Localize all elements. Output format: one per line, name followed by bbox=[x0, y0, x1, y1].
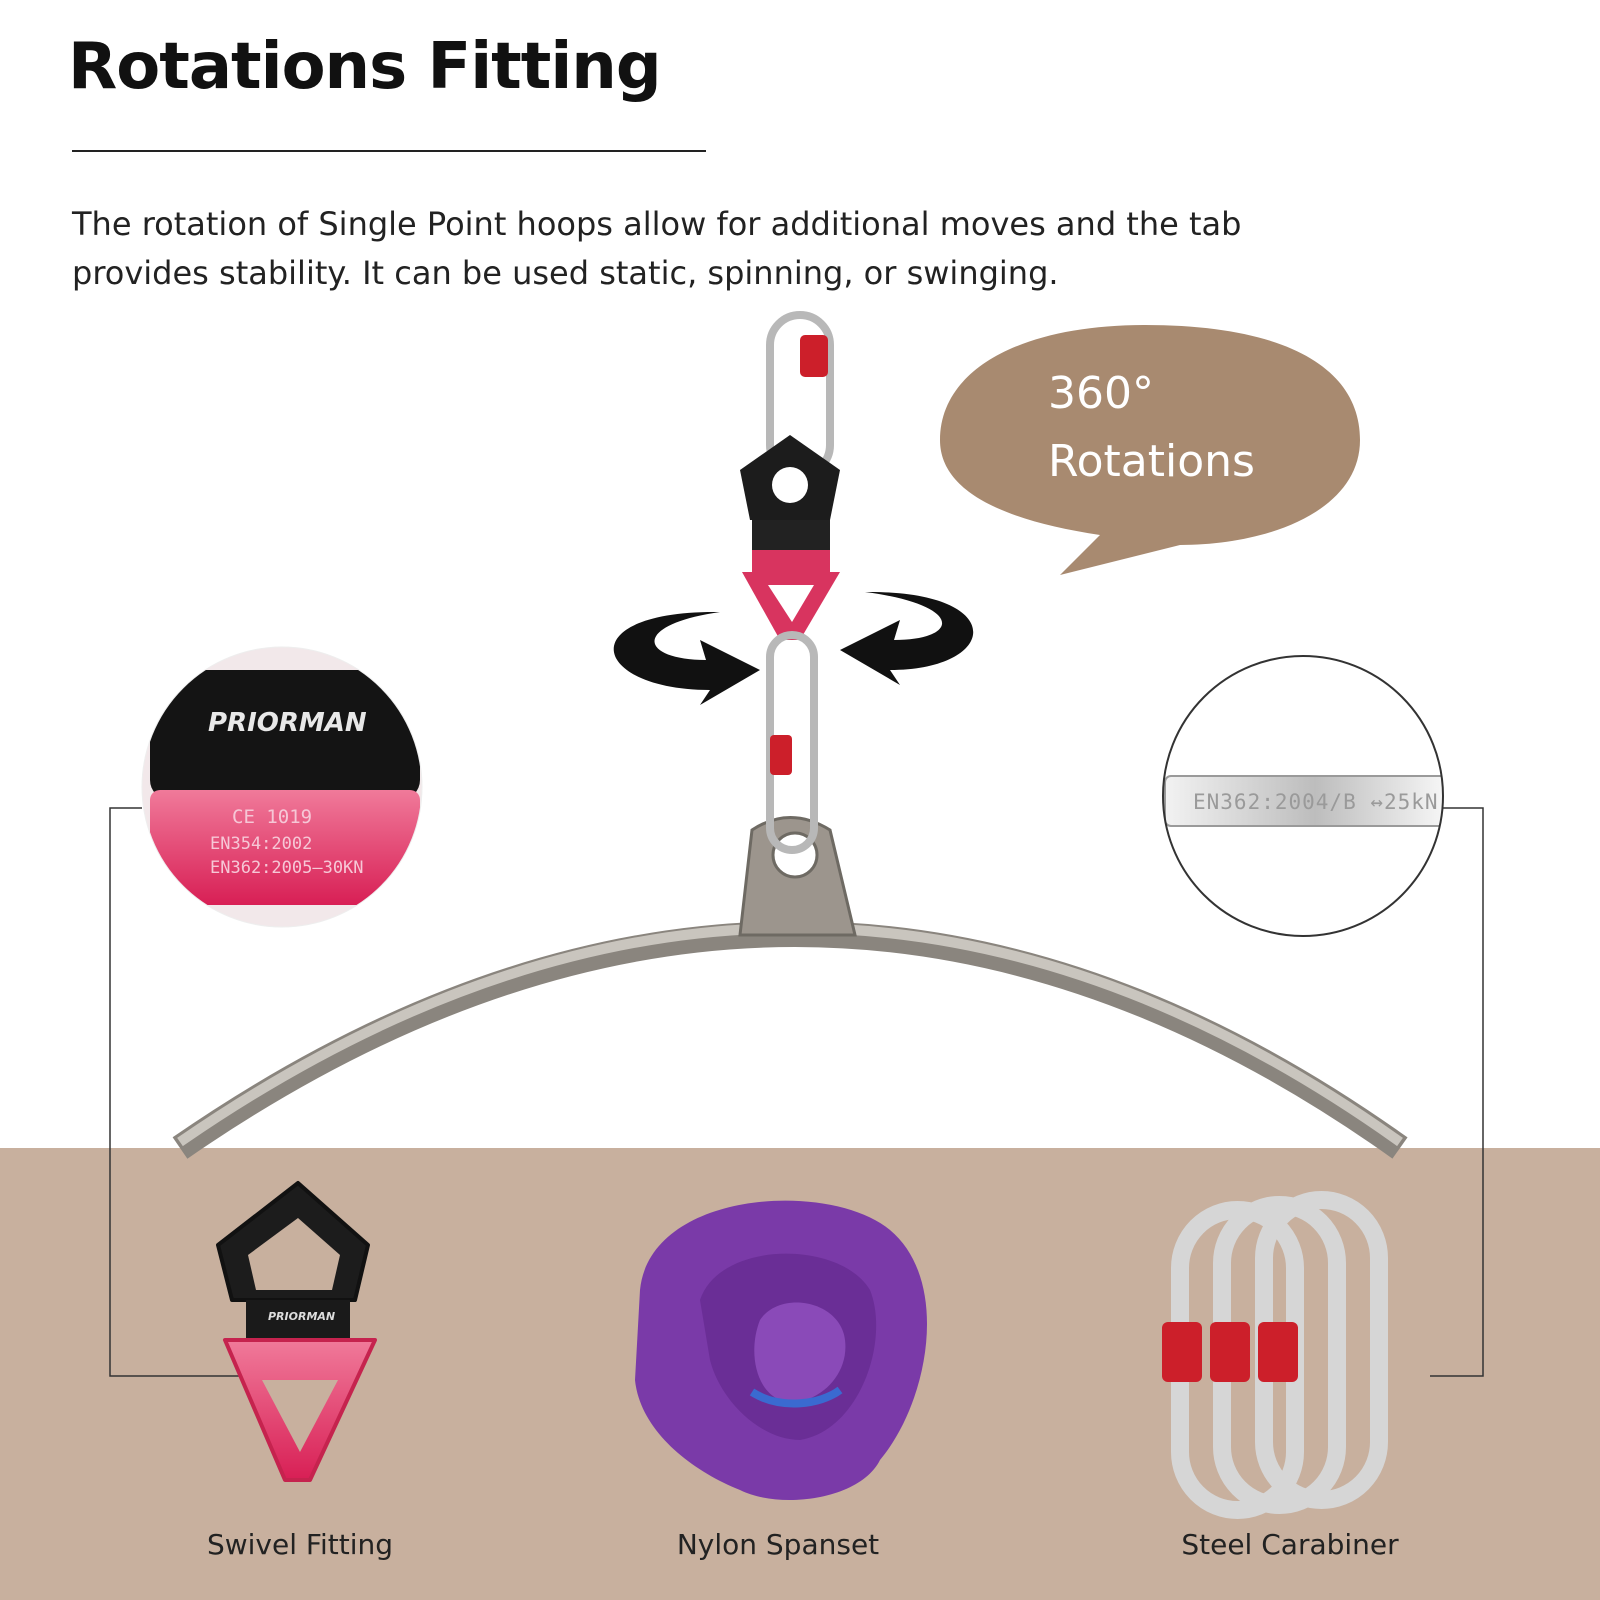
bubble-line-1: 360° bbox=[1048, 368, 1154, 419]
caption-nylon-spanset: Nylon Spanset bbox=[676, 1528, 880, 1561]
title-divider bbox=[72, 150, 706, 152]
caption-swivel-fitting: Swivel Fitting bbox=[206, 1528, 394, 1561]
carabiner-locks-icon bbox=[1162, 1322, 1298, 1382]
caption-steel-carabiner: Steel Carabiner bbox=[1181, 1528, 1399, 1561]
bubble-line-2: Rotations bbox=[1048, 436, 1255, 487]
bubble-text: 360° Rotations bbox=[1048, 360, 1255, 496]
product-brand-label: PRIORMAN bbox=[268, 1310, 336, 1323]
speech-bubble bbox=[940, 325, 1360, 575]
zoom-swivel-detail bbox=[141, 646, 423, 928]
zoom-brand-label: PRIORMAN bbox=[208, 708, 367, 738]
zoom-stamp-1: CE 1019 bbox=[232, 806, 313, 828]
page-title: Rotations Fitting bbox=[68, 30, 662, 104]
zoom-carabiner-stamp: EN362:2004/B ↔25kN bbox=[1193, 790, 1439, 814]
aerial-hoop bbox=[172, 816, 1408, 1159]
rigging-chain bbox=[740, 311, 840, 854]
callout-lines bbox=[109, 807, 1484, 1377]
nylon-spanset-product bbox=[635, 1200, 928, 1500]
zoom-carabiner-detail bbox=[1162, 655, 1444, 937]
zoom-stamp-3: EN362:2005—30KN bbox=[210, 858, 364, 878]
zoom-stamp-2: EN354:2002 bbox=[210, 834, 313, 854]
description-text: The rotation of Single Point hoops allow… bbox=[72, 205, 1242, 292]
rotation-arrows-icon bbox=[613, 591, 974, 705]
swivel-fitting-product bbox=[216, 1181, 377, 1482]
